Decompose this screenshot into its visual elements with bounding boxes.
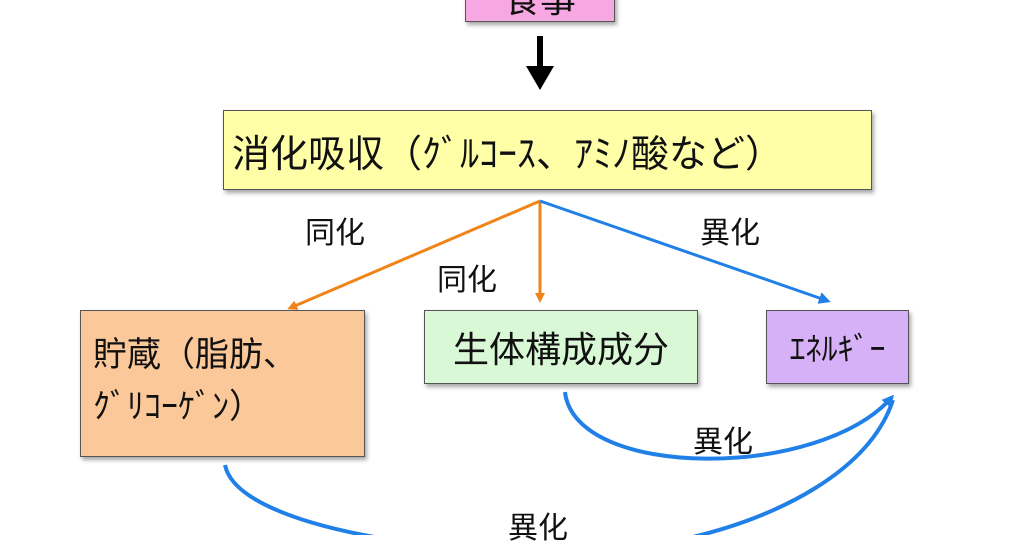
storage-box: 貯蔵（脂肪、 ｸﾞﾘｺｰｹﾞﾝ）: [80, 310, 365, 457]
body-components-box: 生体構成成分: [424, 310, 698, 384]
catabolism-arrow-bottom: [223, 399, 895, 535]
catabolism-label-right: 異化: [700, 216, 760, 251]
digestion-box: 消化吸収（ｸﾞﾙｺｰｽ、ｱﾐﾉ酸など）: [223, 110, 872, 190]
catabolism-label-body: 異化: [693, 425, 753, 460]
catabolism-arrow-body: [563, 391, 894, 461]
storage-label-line1: 貯蔵（脂肪、: [93, 335, 297, 375]
assimilation-arrow-left: [287, 199, 541, 310]
meal-box: 食事: [465, 0, 615, 22]
assimilation-label-left: 同化: [305, 216, 365, 251]
assimilation-label-middle: 同化: [437, 263, 497, 298]
diagram-arrows: [223, 36, 895, 535]
energy-box: ｴﾈﾙｷﾞｰ: [766, 310, 909, 384]
catabolism-label-bottom: 異化: [508, 511, 568, 546]
energy-label: ｴﾈﾙｷﾞｰ: [789, 330, 886, 368]
body-components-label: 生体構成成分: [452, 330, 669, 371]
meal-label: 食事: [503, 0, 576, 21]
catabolism-arrow-right: [539, 199, 831, 304]
main-arrow-head: [526, 66, 554, 90]
storage-label-line2: ｸﾞﾘｺｰｹﾞﾝ）: [93, 387, 263, 427]
digestion-label: 消化吸収（ｸﾞﾙｺｰｽ、ｱﾐﾉ酸など）: [232, 131, 784, 176]
